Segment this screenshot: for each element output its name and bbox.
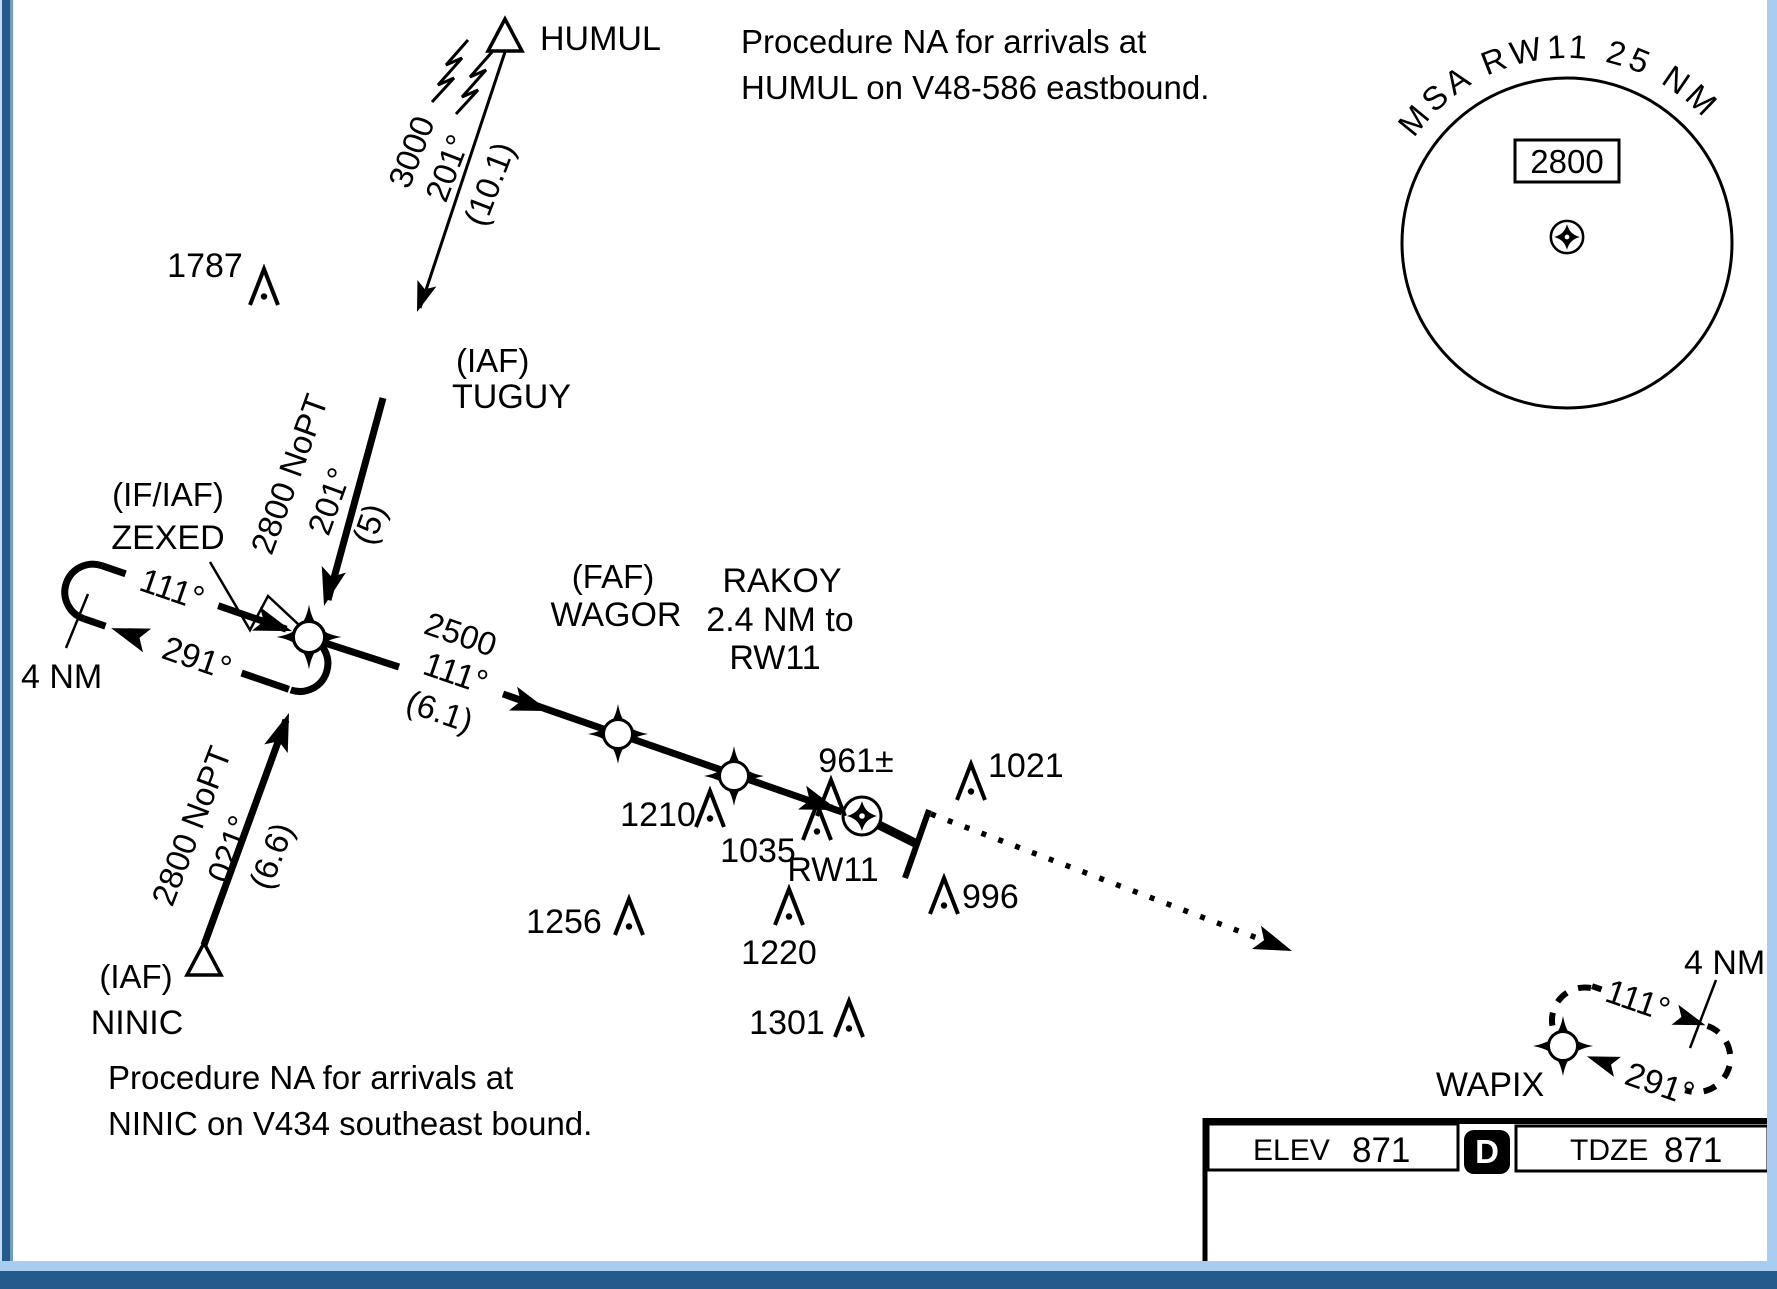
obstacle-elevation: 1035 <box>720 832 796 870</box>
obstacle-elevation: 1210 <box>620 796 696 834</box>
zexed-hold-inbound-seg1 <box>100 562 127 578</box>
note-humul-line2: HUMUL on V48-586 eastbound. <box>741 69 1209 106</box>
wapix-hold-leg-length: 4 NM <box>1684 944 1765 982</box>
zexed-label-group: (IF/IAF) ZEXED <box>111 476 299 633</box>
wagor-role-label: (FAF) <box>572 558 654 595</box>
missed-approach-dotted-track <box>930 811 1279 949</box>
rw11-label: RW11 <box>787 851 878 889</box>
obstacle-elevation: 1301 <box>749 1004 825 1042</box>
tuguy-label: TUGUY <box>452 378 571 416</box>
tuguy-role-label: (IAF) <box>456 342 529 379</box>
rakoy-label: RAKOY <box>722 562 841 600</box>
ninic-leg-line <box>200 718 290 947</box>
obstacle-elevation: 961± <box>818 742 893 780</box>
border-bottom-light <box>0 1261 1777 1271</box>
border-left-inner <box>10 0 13 1289</box>
wapix-hold-top-seg <box>1591 983 1603 993</box>
obstacle-elevation: 1787 <box>167 247 243 285</box>
route-break-squiggle-icon <box>430 39 470 104</box>
obstacle-elevation: 1256 <box>526 903 602 941</box>
final-course-seg2 <box>501 690 844 816</box>
rakoy-distance-note-line1: 2.4 NM to <box>706 601 853 639</box>
declared-distances-letter: D <box>1475 1133 1499 1170</box>
border-right <box>1767 0 1777 1289</box>
zexed-hold-leg-length-tick <box>64 593 90 649</box>
runway-threshold-bar <box>902 809 932 879</box>
zexed-hold-outbound-seg2 <box>240 669 291 693</box>
tdze-value: 871 <box>1664 1131 1722 1170</box>
rw11-waypoint-icon <box>841 795 883 837</box>
wapix-hold-leg-length-tick <box>1688 979 1718 1049</box>
note-ninic-line1: Procedure NA for arrivals at <box>108 1059 513 1096</box>
note-ninic-line2: NINIC on V434 southeast bound. <box>108 1105 592 1142</box>
obstacles: 1787 1210 1035 961± 1021 996 1256 1220 1… <box>167 247 1063 1042</box>
elev-label: ELEV <box>1253 1134 1330 1167</box>
runway-line <box>876 820 920 849</box>
zexed-hold-outbound-seg1 <box>82 615 107 630</box>
route-break-squiggle-icon <box>454 51 494 116</box>
wagor-label: WAGOR <box>551 596 682 634</box>
wapix-label: WAPIX <box>1436 1066 1544 1104</box>
zexed-hold-left-arc <box>61 560 104 622</box>
note-humul-line1: Procedure NA for arrivals at <box>741 23 1146 60</box>
humul-label: HUMUL <box>540 20 661 58</box>
msa-altitude-box <box>1513 138 1621 184</box>
wapix-hold-right-arc <box>1684 1023 1734 1096</box>
declared-distances-symbol <box>1464 1130 1510 1174</box>
airport-info-box: ELEV 871 D TDZE 871 <box>1202 1118 1777 1289</box>
rakoy-distance-note-line2: RW11 <box>729 639 820 677</box>
msa-circle <box>1400 76 1734 410</box>
zexed-leader-line <box>208 561 299 633</box>
runway-and-missed-approach <box>876 809 1297 963</box>
obstacle-elevation: 996 <box>962 878 1019 916</box>
zexed-label: ZEXED <box>111 519 224 557</box>
border-bottom-dark <box>0 1271 1777 1289</box>
elev-cell <box>1206 1122 1460 1172</box>
obstacle-elevation: 1220 <box>741 934 817 972</box>
elev-value: 871 <box>1352 1131 1410 1170</box>
border-left-light <box>0 0 2 1289</box>
ninic-role-label: (IAF) <box>99 958 172 995</box>
note-ninic: Procedure NA for arrivals at NINIC on V4… <box>108 1059 592 1142</box>
tdze-label: TDZE <box>1570 1134 1648 1167</box>
ninic-label: NINIC <box>91 1004 184 1042</box>
obstacle-elevation: 1021 <box>988 747 1064 785</box>
border-left-dark <box>2 0 10 1289</box>
note-humul: Procedure NA for arrivals at HUMUL on V4… <box>741 23 1209 106</box>
tuguy-leg-line <box>324 397 387 601</box>
zexed-hold-leg-length: 4 NM <box>21 658 102 696</box>
final-course-seg1 <box>323 639 401 671</box>
msa-altitude: 2800 <box>1530 143 1603 180</box>
msa-center-waypoint-icon <box>1549 219 1585 255</box>
feeder-line-humul <box>418 51 507 309</box>
zexed-role-label: (IF/IAF) <box>112 476 224 513</box>
